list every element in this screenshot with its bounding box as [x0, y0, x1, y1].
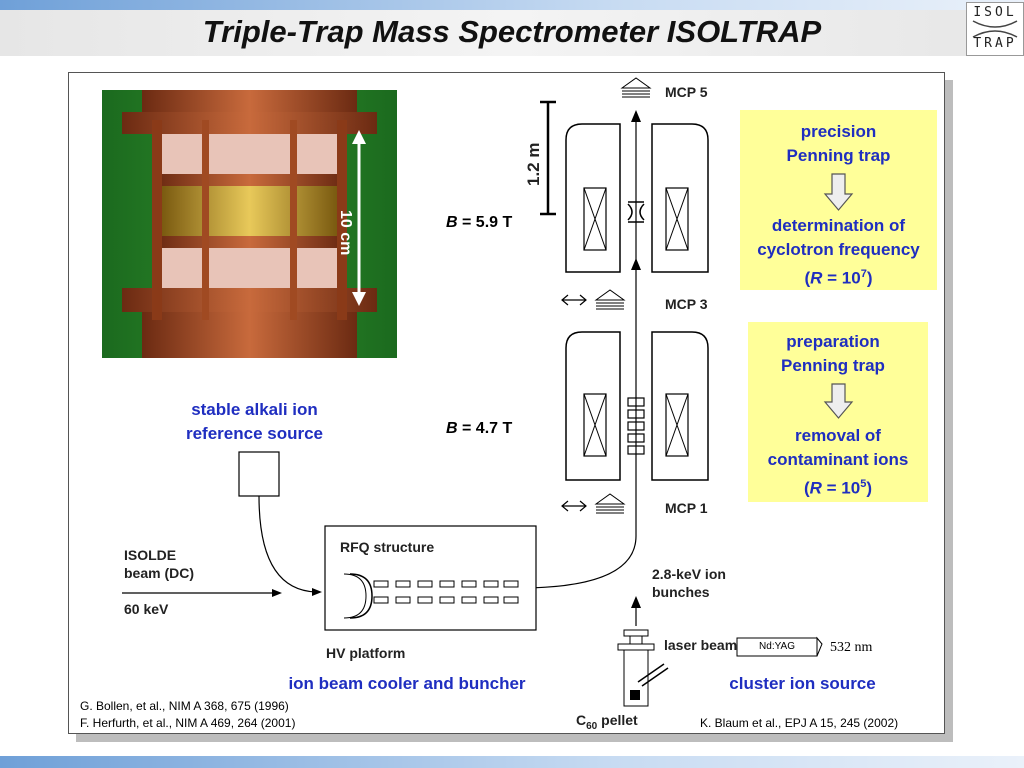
- c60-pellet-label: C60 pellet: [576, 712, 638, 732]
- extraction-beam-path: [517, 535, 637, 589]
- mcp3-label: MCP 3: [665, 296, 708, 312]
- precision-resolution: (R = 107): [804, 268, 873, 288]
- upper-field-label: B = 5.9 T: [446, 214, 513, 231]
- hv-platform-label: HV platform: [326, 645, 406, 661]
- beam-energy-label: 60 keV: [124, 601, 169, 617]
- c60-pellet-icon: [630, 690, 640, 700]
- ndyag-label: Nd:YAG: [759, 641, 795, 652]
- laser-beam-label: laser beam: [664, 637, 738, 653]
- mcp5-label: MCP 5: [665, 84, 708, 100]
- reference-beam-path: [258, 495, 317, 593]
- mcp1-detector-icon: [594, 493, 626, 514]
- title-bar: [0, 10, 1024, 56]
- wavelength-label: 532 nm: [830, 640, 873, 655]
- rfq-electrode-segments: [373, 580, 519, 604]
- logo-text-top: ISOL: [973, 5, 1017, 20]
- cluster-source-caption: cluster ion source: [729, 674, 876, 693]
- slide-title: Triple-Trap Mass Spectrometer ISOLTRAP: [202, 14, 822, 49]
- isoltrap-logo: ISOL TRAP: [966, 2, 1024, 56]
- logo-text-bottom: TRAP: [973, 36, 1017, 51]
- mcp1-label: MCP 1: [665, 500, 708, 516]
- height-scale-label: 1.2 m: [524, 142, 543, 186]
- top-gradient-bar: [0, 0, 1024, 10]
- references-right: K. Blaum et al., EPJ A 15, 245 (2002): [700, 716, 899, 730]
- logo-mark-icon: [972, 20, 1018, 38]
- rfq-structure-label: RFQ structure: [340, 539, 435, 555]
- lower-field-label: B = 4.7 T: [446, 420, 513, 437]
- cluster-source-chamber: [617, 629, 669, 707]
- precision-trap-electrodes: [627, 203, 645, 221]
- mcp3-move-arrow-icon: [561, 294, 587, 306]
- trap-photograph: [102, 90, 397, 358]
- mcp5-detector-icon: [620, 77, 652, 98]
- mcp1-move-arrow-icon: [561, 500, 587, 512]
- rfq-caption: ion beam cooler and buncher: [288, 674, 526, 693]
- preparation-resolution: (R = 105): [803, 478, 873, 498]
- rfq-box: [324, 525, 537, 631]
- mcp3-detector-icon: [594, 289, 626, 310]
- reference-source-box: [238, 451, 280, 497]
- bottom-gradient-bar: [0, 756, 1024, 768]
- references-left: G. Bollen, et al., NIM A 368, 675 (1996)…: [80, 699, 296, 730]
